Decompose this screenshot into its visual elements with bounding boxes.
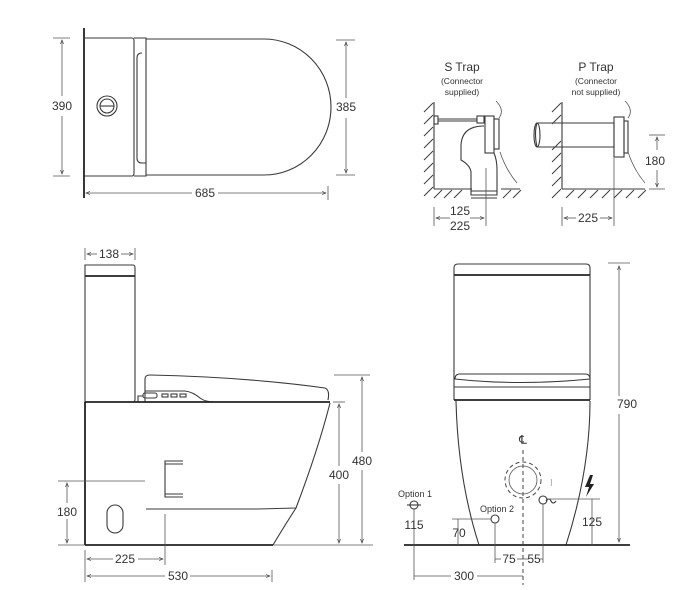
dim-front-115: 115 [404, 518, 423, 532]
s-trap-note-2: supplied) [445, 87, 480, 97]
dim-front-75: 75 [502, 552, 516, 566]
centerline-symbol: ℄ [518, 433, 527, 447]
dim-s-trap-125: 125 [450, 204, 470, 218]
p-trap-note-1: (Connector [575, 76, 617, 86]
dim-p-trap-180: 180 [645, 154, 665, 168]
dim-side-180: 180 [57, 505, 77, 519]
p-trap-note-2: not supplied) [572, 87, 621, 97]
waste-outlet-icon [504, 461, 542, 499]
dim-side-138: 138 [99, 247, 119, 261]
s-trap-title: S Trap [444, 60, 480, 74]
dim-s-trap-225: 225 [450, 219, 470, 233]
dim-p-trap-225: 225 [578, 211, 598, 225]
option-2-label: Option 2 [480, 504, 514, 514]
dim-side-400: 400 [329, 468, 349, 482]
dim-side-225: 225 [115, 552, 135, 566]
power-mark: I [550, 478, 553, 489]
dim-front-125: 125 [582, 515, 602, 529]
option-1-label: Option 1 [398, 489, 432, 499]
flush-button-icon [96, 95, 118, 117]
plan-view: 390 385 685 [52, 28, 356, 200]
dim-plan-685: 685 [195, 186, 215, 200]
dim-front-790: 790 [617, 397, 637, 411]
p-trap-detail: P Trap (Connector not supplied) 180 [533, 60, 665, 226]
p-trap-title: P Trap [578, 60, 613, 74]
s-trap-detail: S Trap (Connector supplied) [423, 60, 522, 233]
dim-front-70: 70 [452, 526, 466, 540]
inlet-access-icon [106, 504, 124, 534]
option-1-marker-icon [407, 500, 421, 510]
option-2-marker-icon [490, 514, 500, 524]
inlet-hose-icon [538, 495, 557, 505]
dim-front-300: 300 [454, 569, 474, 583]
dim-side-530: 530 [168, 569, 188, 583]
s-trap-note-1: (Connector [441, 76, 483, 86]
dim-side-480: 480 [352, 454, 372, 468]
front-view: ℄ I Option 1 115 Option 2 70 [398, 262, 637, 585]
side-view: 138 180 400 480 225 530 [57, 247, 373, 583]
dim-plan-385: 385 [336, 100, 356, 114]
lightning-icon [585, 475, 594, 497]
dim-front-55: 55 [527, 552, 541, 566]
dim-plan-390: 390 [52, 99, 72, 113]
